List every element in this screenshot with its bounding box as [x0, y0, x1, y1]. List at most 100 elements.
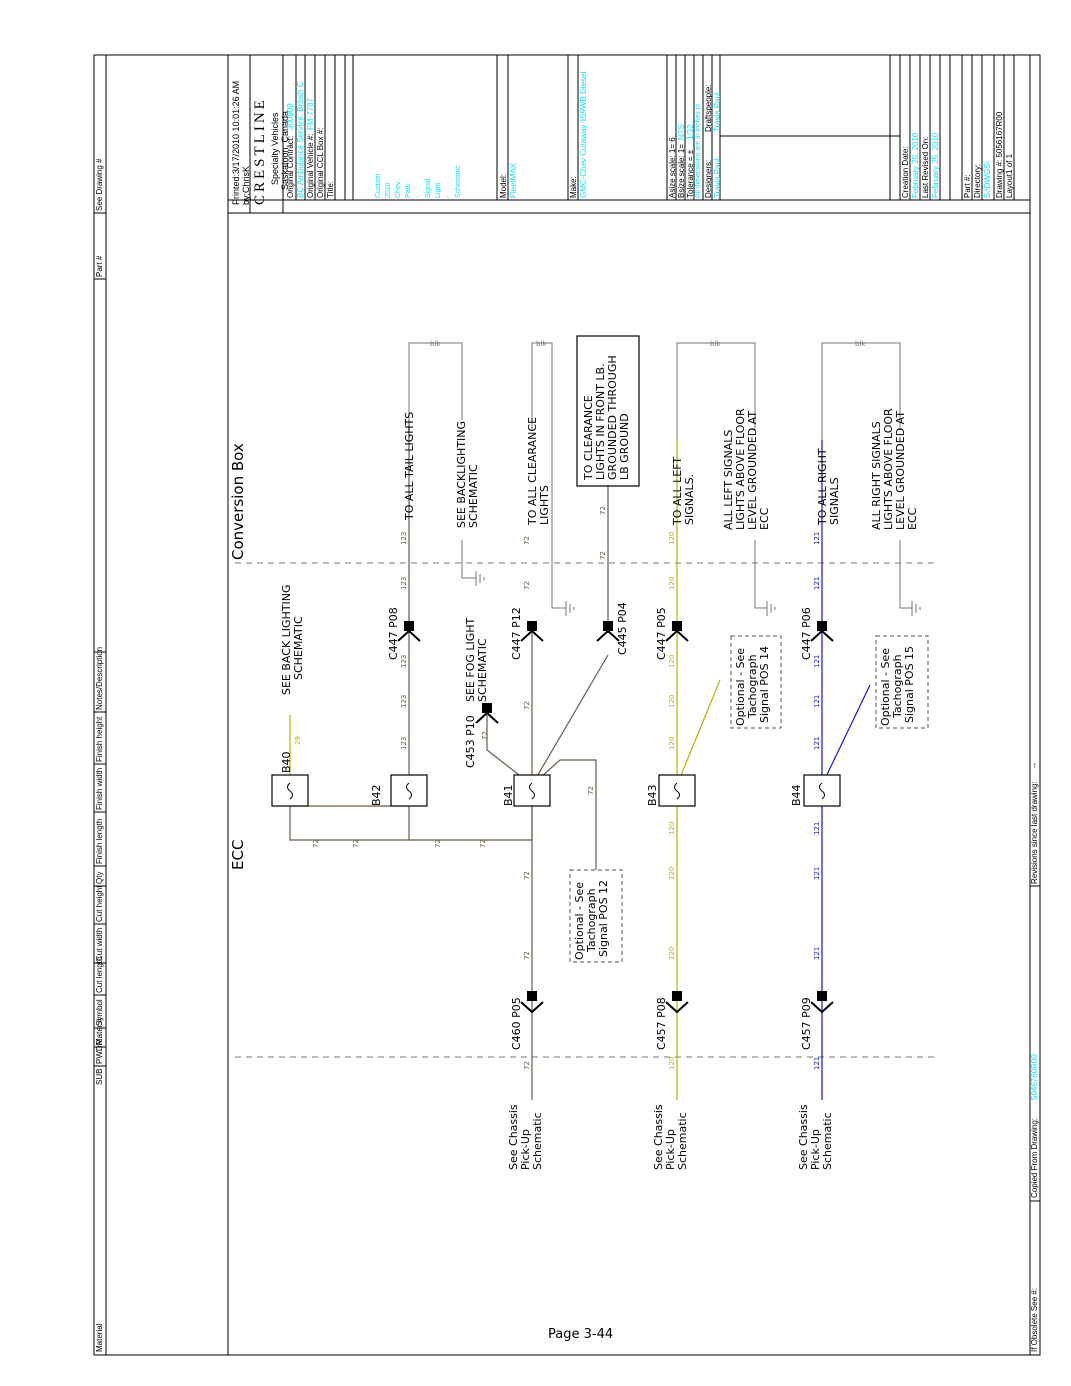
wire-label-72: 72 [523, 951, 531, 960]
tacho15-line-3: Signal POS 15 [903, 646, 916, 723]
designers-value: Travis Paul [713, 158, 722, 198]
fuse-b41-label: B41 [502, 784, 515, 806]
wire-label-123: 123 [400, 532, 408, 545]
make-label: Make: [569, 176, 578, 198]
circuit-72-wires [289, 485, 609, 1100]
original-vehicle-label: Original Vehicle #: [306, 133, 315, 198]
title-line-5: - [415, 195, 422, 198]
part-label: Part #: [963, 174, 972, 198]
tacho12-line-2: Tachograph [585, 888, 598, 953]
connector-markers [397, 621, 834, 1014]
footer-revisions-label: Revisions since last drawing: [1030, 781, 1039, 884]
bsize-scale-label: Bsize scale: 1= [677, 143, 686, 198]
header-finish-height: Finish height [95, 716, 104, 762]
header-finish-length: Finish length [95, 818, 104, 864]
wire-label-72: 72 [523, 536, 531, 545]
wire-label-72: 72 [599, 551, 607, 560]
wire-label-72: 72 [479, 839, 487, 848]
original-contract-label: Original Contract: [286, 135, 295, 198]
wire-label-72: 72 [523, 871, 531, 880]
footer-copied-label: Copied From Drawing: [1030, 1117, 1039, 1198]
circuit-121-wires [821, 440, 871, 1100]
wire-label-120: 120 [668, 737, 676, 750]
drawing-number: Drawing #: 5056167R00 [995, 111, 1004, 198]
note-left-ground-1: ALL LEFT SIGNALS [722, 430, 735, 530]
title-line-8: - [445, 195, 452, 198]
note-clearance-2: LIGHTS [538, 485, 551, 525]
wire-label-72: 72 [481, 731, 489, 740]
all-dimensions: All dimensions are in inches to [695, 103, 702, 198]
tacho14-line-1: Optional - See [734, 648, 747, 726]
wire-label-120: 120 [668, 655, 676, 668]
fuse-b42-label: B42 [370, 784, 383, 806]
directory-label: Directory: [973, 163, 982, 198]
title-line-4: Park [405, 183, 412, 198]
note-right-ground-2: LIGHTS ABOVE FLOOR [882, 408, 895, 530]
wire-label-120: 120 [668, 822, 676, 835]
wire-label-blk: blk [710, 340, 721, 348]
wire-label-72: 72 [587, 786, 595, 795]
note-left-signals-2: SIGNALS. [683, 474, 696, 525]
asize-scale: Asize scale: 1= 6 [668, 137, 677, 198]
note-see-back-lighting-1: SEE BACK LIGHTING [280, 584, 293, 695]
wire-label-123: 123 [400, 655, 408, 668]
chassis-2-line-2: Pick-Up [664, 1129, 677, 1170]
chassis-3-line-1: See Chassis [797, 1104, 810, 1170]
header-cut-length: Cut length [95, 956, 104, 993]
wire-label-121: 121 [813, 867, 821, 880]
wire-label-121: 121 [813, 737, 821, 750]
connector-c457-p08-label: C457 P08 [655, 997, 668, 1050]
wire-label-72: 72 [599, 506, 607, 515]
model-value: FleetMAX [509, 162, 518, 198]
tacho12-line-3: Signal POS 12 [597, 880, 610, 957]
make-value: GMC-Chev Cutaway 159WB Diesel [579, 71, 588, 198]
ground-wires [408, 342, 912, 609]
wire-label-72: 72 [523, 701, 531, 710]
wire-label-72: 72 [523, 581, 531, 590]
chassis-3-line-3: Schematic [821, 1112, 834, 1170]
optional-boxes [569, 635, 929, 963]
note-left-ground-2: LIGHTS ABOVE FLOOR [734, 408, 747, 530]
tacho14-line-3: Signal POS 14 [758, 646, 771, 723]
note-right-ground-4: ECC [906, 507, 919, 530]
wire-label-121: 121 [813, 947, 821, 960]
printed-by: by:ChrisK [241, 165, 251, 205]
footer-copied-value: 5046760R00 [1030, 1054, 1039, 1100]
wire-label-120: 120 [668, 695, 676, 708]
wire-label-121: 121 [813, 1057, 821, 1070]
last-revised-value: February 25, 2010 [931, 132, 940, 198]
wire-label-29: 29 [294, 736, 302, 745]
header-sub: SUB [95, 1068, 104, 1085]
header-cut-height: Cut height [95, 885, 104, 922]
header-finish-width: Finish width [95, 767, 104, 810]
directory-value: S:\DWGS\ [983, 161, 992, 198]
header-symbol: Symbol [95, 999, 104, 1026]
chassis-2-line-3: Schematic [676, 1112, 689, 1170]
chassis-2-line-1: See Chassis [652, 1104, 665, 1170]
tacho15-line-1: Optional - See [879, 648, 892, 726]
connector-c445-p04-label: C445 P04 [616, 602, 629, 655]
wire-label-blk: blk [855, 340, 866, 348]
wire-label-blk: blk [430, 340, 441, 348]
note-left-signals-1: TO ALL LEFT [671, 457, 684, 526]
designers-label: Designers: [704, 159, 713, 198]
title-line-6: Signal [425, 178, 432, 198]
chassis-1-line-1: See Chassis [507, 1104, 520, 1170]
layout-label: Layout1 of 1 [1005, 153, 1014, 198]
tacho12-line-1: Optional - See [573, 882, 586, 960]
connector-c447-p08-label: C447 P08 [387, 607, 400, 660]
note-see-fog-light-2: SCHEMATIC [476, 638, 489, 702]
note-right-signals-2: SIGNALS [828, 477, 841, 525]
clearance-box-line-2: LIGHTS IN FRONT LB. [594, 363, 607, 480]
connector-c457-p09-label: C457 P09 [800, 997, 813, 1050]
wire-label-120: 120 [668, 867, 676, 880]
title-label: Title: [326, 180, 335, 198]
footer-obsolete: If Obsolete See #: [1030, 1287, 1039, 1352]
title-line-2: 2010 [385, 182, 392, 198]
circuit-120-wires [676, 440, 721, 1100]
note-right-ground-3: LEVEL GROUNDED AT [894, 411, 907, 530]
wire-label-121: 121 [813, 822, 821, 835]
wire-label-120: 120 [668, 1057, 676, 1070]
